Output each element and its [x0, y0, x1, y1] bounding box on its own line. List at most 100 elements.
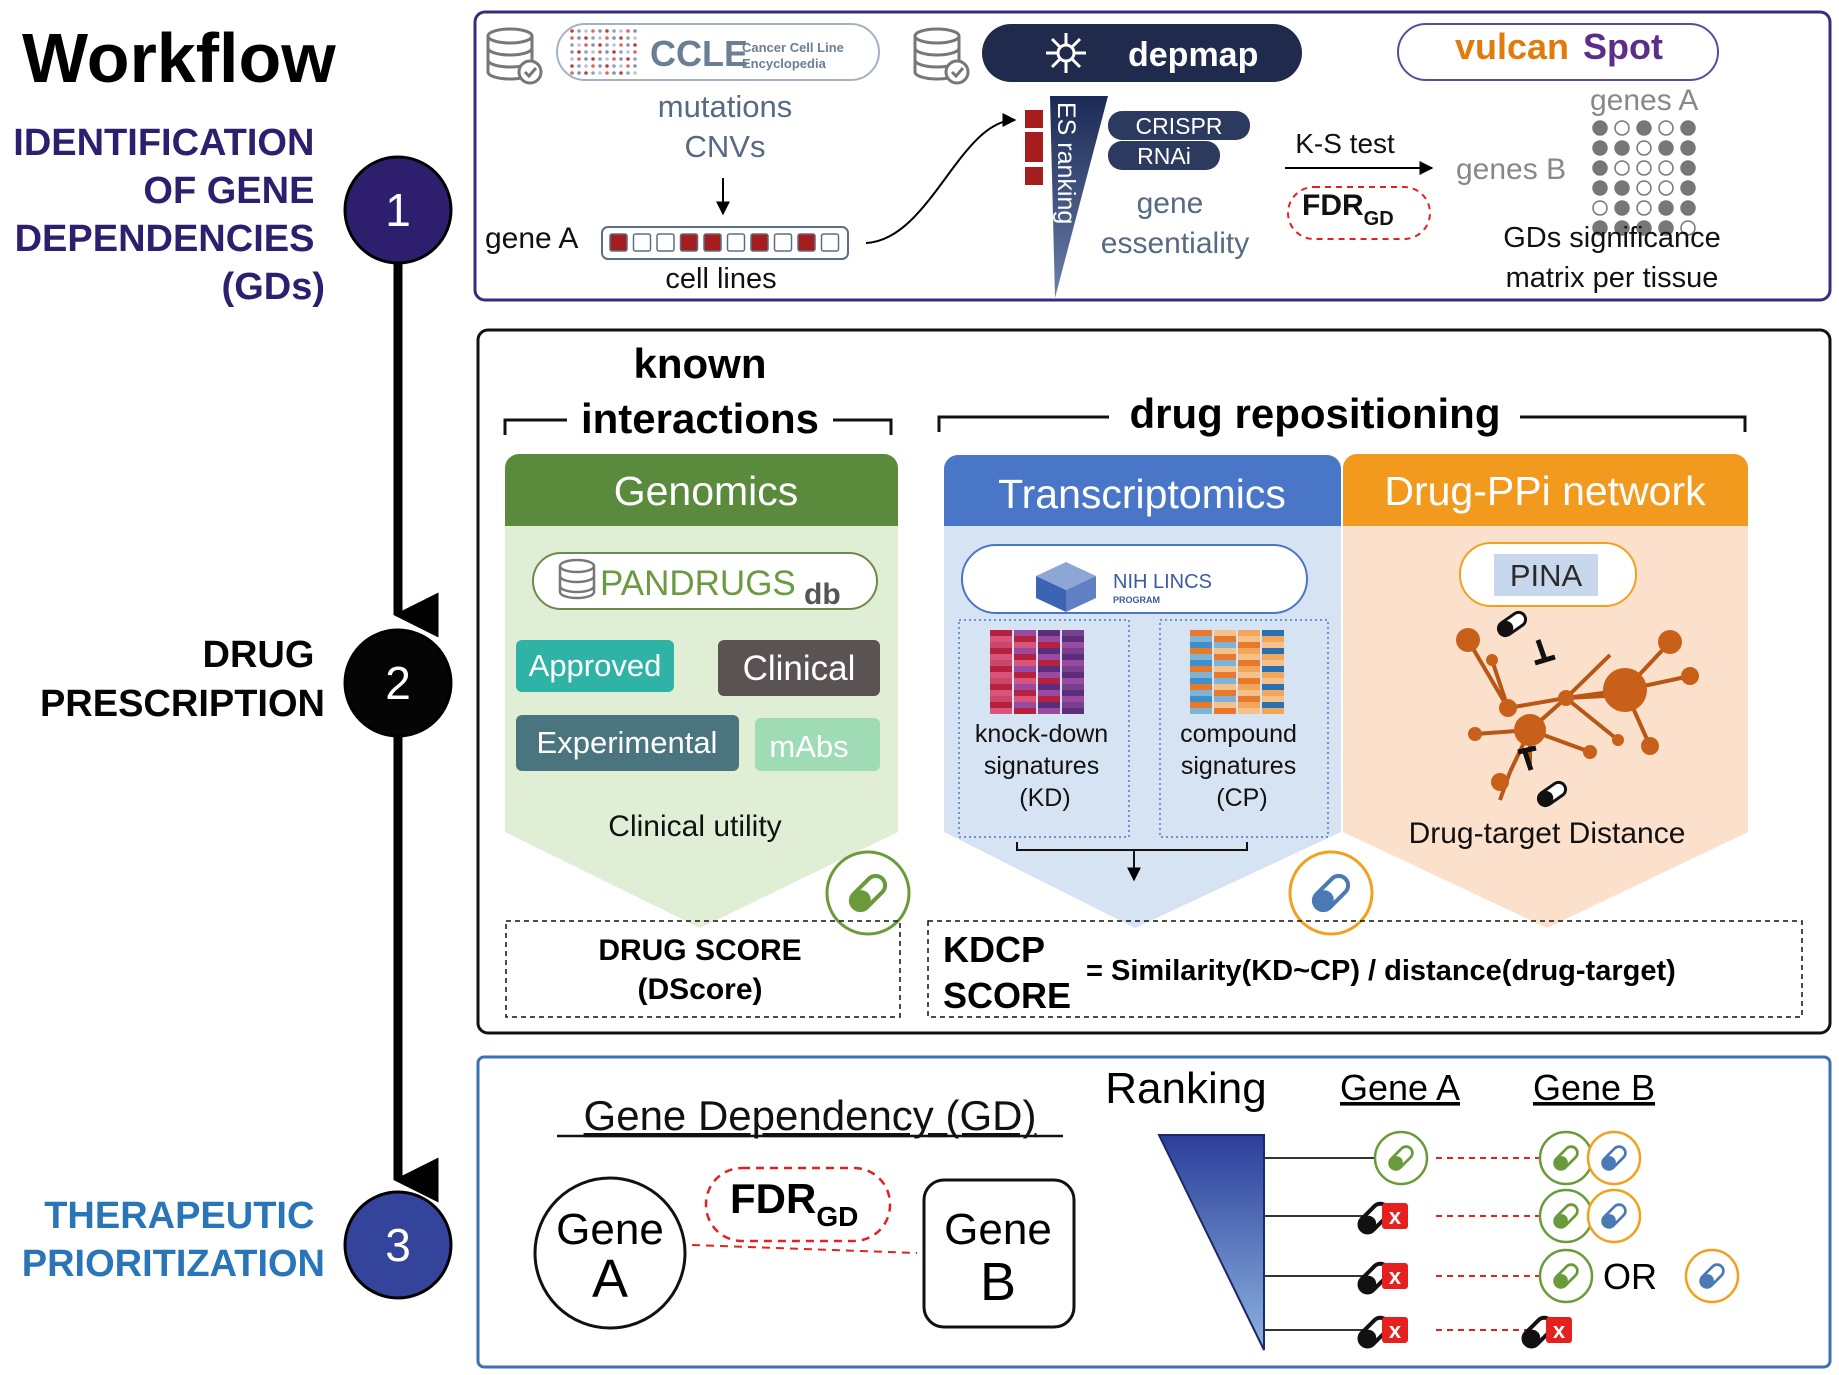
ranking-rows: OR — [1264, 1130, 1740, 1352]
column-gene-a: Gene A — [1340, 1067, 1460, 1108]
ks-test-label: K-S test — [1295, 128, 1395, 159]
green-pill-icon — [1538, 1248, 1594, 1304]
rnai-badge — [1108, 141, 1220, 170]
repositioning-bracket — [937, 415, 1747, 432]
cell-line-square — [820, 233, 840, 252]
pandrugs-logo — [532, 552, 878, 610]
cp-label: compound signatures (CP) — [1180, 720, 1304, 812]
gene-a-node-letter: A — [592, 1249, 628, 1309]
fdr-label: FDRGD — [1302, 189, 1394, 230]
ranking-wedge — [1157, 1134, 1265, 1351]
svg-text:Clinical: Clinical — [743, 649, 856, 688]
step-3-number: 3 — [385, 1219, 411, 1271]
clinical-badge — [718, 640, 880, 696]
inhibition-marks — [1517, 639, 1556, 771]
gds-label-2: matrix per tissue — [1506, 262, 1719, 294]
network-title: Drug-PPi network — [1384, 468, 1706, 514]
ccle-logo: CCLE Cancer Cell Line Encyclopedia — [556, 23, 880, 81]
fdr-gd-label: FDRGD — [730, 1175, 858, 1232]
gene-b-node — [922, 1178, 1076, 1329]
drug-target-distance-label: Drug-target Distance — [1409, 817, 1686, 850]
depmap-logo: depmap — [982, 24, 1302, 82]
genomics-title: Genomics — [614, 468, 799, 514]
cp-box — [1159, 619, 1329, 838]
kdcp-label: KDCP — [943, 929, 1045, 970]
kd-label: knock-down signatures (KD) — [975, 720, 1115, 812]
dependency-link — [691, 1244, 918, 1254]
cell-line-square — [632, 233, 652, 252]
step-3-label: THERAPEUTIC PRIORITIZATION — [22, 1195, 325, 1285]
compass-icon — [1046, 33, 1086, 73]
kd-box — [958, 619, 1130, 838]
experimental-badge — [516, 715, 739, 771]
mutations-label: mutations — [658, 89, 792, 124]
rnai-label: RNAi — [1137, 143, 1191, 169]
cell-line-squares — [609, 233, 840, 252]
cell-line-square — [656, 233, 675, 252]
svg-text:PROGRAM: PROGRAM — [1113, 595, 1160, 605]
blue-pill-icon — [1586, 1130, 1642, 1186]
step-1: 1 IDENTIFICATION OF GENE DEPENDENCIES (G… — [13, 122, 453, 308]
panel-therapeutic-prioritization — [476, 1055, 1832, 1369]
blue-pill-icon — [1586, 1188, 1642, 1244]
kdcp-score-box — [927, 920, 1803, 1018]
step-2: 2 DRUG PRESCRIPTION — [40, 628, 453, 738]
interactions-label: interactions — [581, 395, 819, 442]
drug-repositioning-label: drug repositioning — [1130, 390, 1501, 437]
cp-heatmap — [1190, 630, 1284, 714]
known-bracket — [503, 418, 893, 435]
gene-b-node-letter: B — [980, 1252, 1016, 1312]
svg-text:PINA: PINA — [1510, 558, 1583, 593]
svg-text:ES ranking: ES ranking — [1052, 102, 1080, 224]
step-3: 3 THERAPEUTIC PRIORITIZATION — [22, 1190, 453, 1300]
drug-score-box — [505, 920, 901, 1018]
no-drug-icon — [1354, 1258, 1410, 1298]
database-icon — [486, 27, 543, 85]
svg-text:Approved: Approved — [529, 648, 662, 683]
score-label: SCORE — [943, 975, 1071, 1016]
clinical-utility-label: Clinical utility — [608, 810, 781, 843]
or-label: OR — [1603, 1256, 1657, 1297]
no-drug-icon — [1354, 1198, 1410, 1238]
mabs-badge — [755, 718, 880, 771]
cell-line-square — [773, 233, 793, 252]
svg-text:Encyclopedia: Encyclopedia — [742, 56, 827, 71]
curved-arrow — [865, 113, 1017, 244]
workflow-title: Workflow — [22, 19, 336, 97]
cell-line-square — [750, 233, 769, 252]
green-pill-icon — [1538, 1188, 1594, 1244]
svg-text:db: db — [804, 578, 841, 611]
fdr-badge — [1287, 186, 1431, 240]
dscore-label: (DScore) — [637, 973, 762, 1006]
svg-text:PANDRUGS: PANDRUGS — [600, 564, 796, 603]
genes-b-label: genes B — [1456, 153, 1566, 186]
merge-arrow — [1016, 842, 1248, 880]
drug-score-label: DRUG SCORE — [598, 934, 801, 967]
svg-text:depmap: depmap — [1128, 36, 1258, 74]
cell-line-square — [703, 233, 722, 252]
approved-badge — [516, 640, 674, 692]
svg-text:mAbs: mAbs — [769, 729, 848, 764]
blue-pill-icon — [1684, 1248, 1740, 1304]
svg-text:Experimental: Experimental — [537, 725, 718, 760]
gene-a-label: gene A — [485, 222, 578, 255]
crispr-label: CRISPR — [1136, 113, 1223, 139]
svg-text:Cancer Cell Line: Cancer Cell Line — [742, 40, 844, 55]
transcriptomics-column: Transcriptomics NIH LINCS PROGRAM knock-… — [944, 455, 1341, 928]
cell-line-square — [679, 233, 699, 252]
gene-a-node-label: Gene — [556, 1205, 664, 1254]
cnvs-label: CNVs — [685, 129, 766, 164]
gene-b-node-label: Gene — [944, 1205, 1052, 1254]
ranking-label: Ranking — [1105, 1064, 1266, 1113]
gds-label-1: GDs significance — [1503, 222, 1721, 254]
gene-essentiality-label-2: essentiality — [1101, 227, 1249, 260]
cell-line-square — [797, 233, 816, 252]
svg-text:NIH LINCS: NIH LINCS — [1113, 571, 1212, 593]
step-2-number: 2 — [385, 657, 411, 709]
gene-dependency-title: Gene Dependency (GD) — [584, 1092, 1037, 1139]
transcriptomics-title: Transcriptomics — [998, 471, 1286, 517]
kd-heatmap — [990, 630, 1084, 714]
gene-essentiality-label: gene — [1137, 187, 1204, 220]
svg-text:Spot: Spot — [1583, 26, 1663, 67]
